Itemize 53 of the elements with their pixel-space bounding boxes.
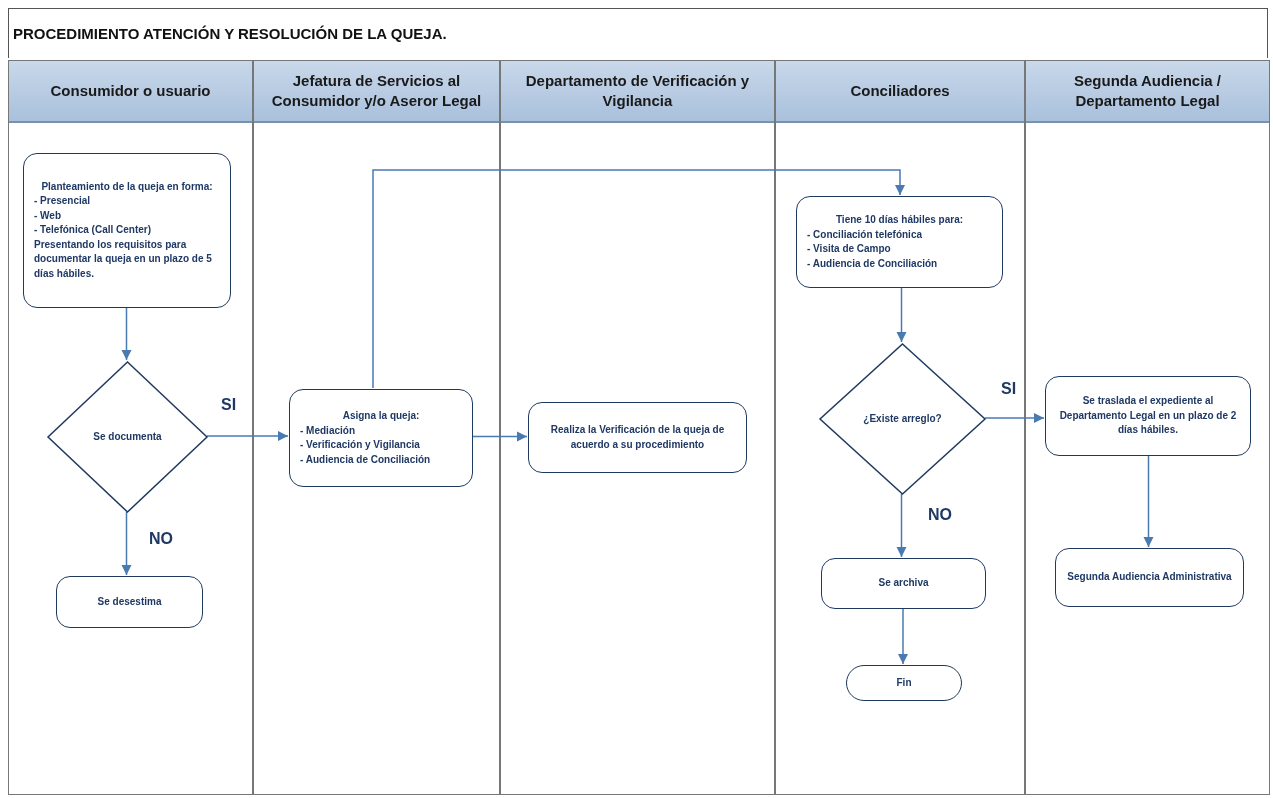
list-item: - Conciliación telefónica xyxy=(807,227,924,242)
list-item: - Telefónica (Call Center) xyxy=(34,223,153,238)
node-text: Tiene 10 días hábiles para: xyxy=(834,213,965,227)
process-box xyxy=(821,558,986,609)
node-text: Se archiva xyxy=(877,576,930,591)
list-item: - Audiencia de Conciliación xyxy=(300,452,432,467)
arrow xyxy=(206,430,289,442)
terminator-box xyxy=(846,665,962,701)
list-item: - Web xyxy=(34,208,63,223)
node-text: ¿Existe arreglo? xyxy=(863,411,942,427)
arrow xyxy=(471,431,528,442)
swimlane xyxy=(500,60,775,795)
process-box xyxy=(528,402,747,473)
process-box xyxy=(289,389,473,487)
list-item: - Mediación xyxy=(300,423,356,438)
arrow xyxy=(896,493,907,558)
swimlane xyxy=(775,60,1025,795)
node-text: Planteamiento de la queja en forma: xyxy=(40,179,214,194)
arrow xyxy=(897,607,909,665)
lane-header: Segunda Audiencia / Departamento Legal xyxy=(1026,61,1269,123)
arrow xyxy=(1143,454,1154,548)
list-item: - Visita de Campo xyxy=(807,242,892,256)
list-item: - Presencial xyxy=(34,194,92,209)
swimlane xyxy=(1025,60,1270,795)
node-text: Presentando los requisitos para documentar la queja en un plazo de 5 días hábiles. xyxy=(34,237,213,281)
arrow xyxy=(121,306,132,361)
process-box xyxy=(56,576,203,628)
node-text: Segunda Audiencia Administrativa xyxy=(1066,570,1233,585)
list-item: - Verificación y Vigilancia xyxy=(300,438,421,452)
swimlane xyxy=(253,60,500,795)
lane-header: Conciliadores xyxy=(776,61,1024,123)
node-text: Se traslada el expediente al Departamento Legal en un plazo de 2 días hábiles. xyxy=(1058,394,1238,438)
node-text: Realiza la Verificación de la queja de acuerdo a su procedimiento xyxy=(549,423,726,452)
swimlane xyxy=(8,60,253,795)
node-text: Fin xyxy=(896,675,912,690)
process-box xyxy=(1045,376,1251,456)
decision-diamond xyxy=(819,343,986,495)
decision-diamond xyxy=(47,361,208,513)
arrow xyxy=(984,412,1045,424)
node-text: Se documenta xyxy=(93,429,162,444)
node-text: Asigna la queja: xyxy=(341,409,421,423)
lane-header: Departamento de Verificación y Vigilancia xyxy=(501,61,774,123)
node-text: Se desestima xyxy=(96,594,163,609)
process-box xyxy=(1055,548,1244,607)
process-box xyxy=(23,153,231,308)
list-item: - Audiencia de Conciliación xyxy=(807,256,939,271)
lane-header: Jefatura de Servicios al Consumidor y/o Aseror Legal xyxy=(254,61,499,123)
lane-header: Consumidor o usuario xyxy=(9,61,252,123)
arrow xyxy=(121,511,132,576)
title: PROCEDIMIENTO ATENCIÓN Y RESOLUCIÓN DE LA QUEJA. xyxy=(13,25,447,42)
arrow xyxy=(896,286,907,343)
arrow xyxy=(372,169,906,389)
process-box xyxy=(796,196,1003,288)
